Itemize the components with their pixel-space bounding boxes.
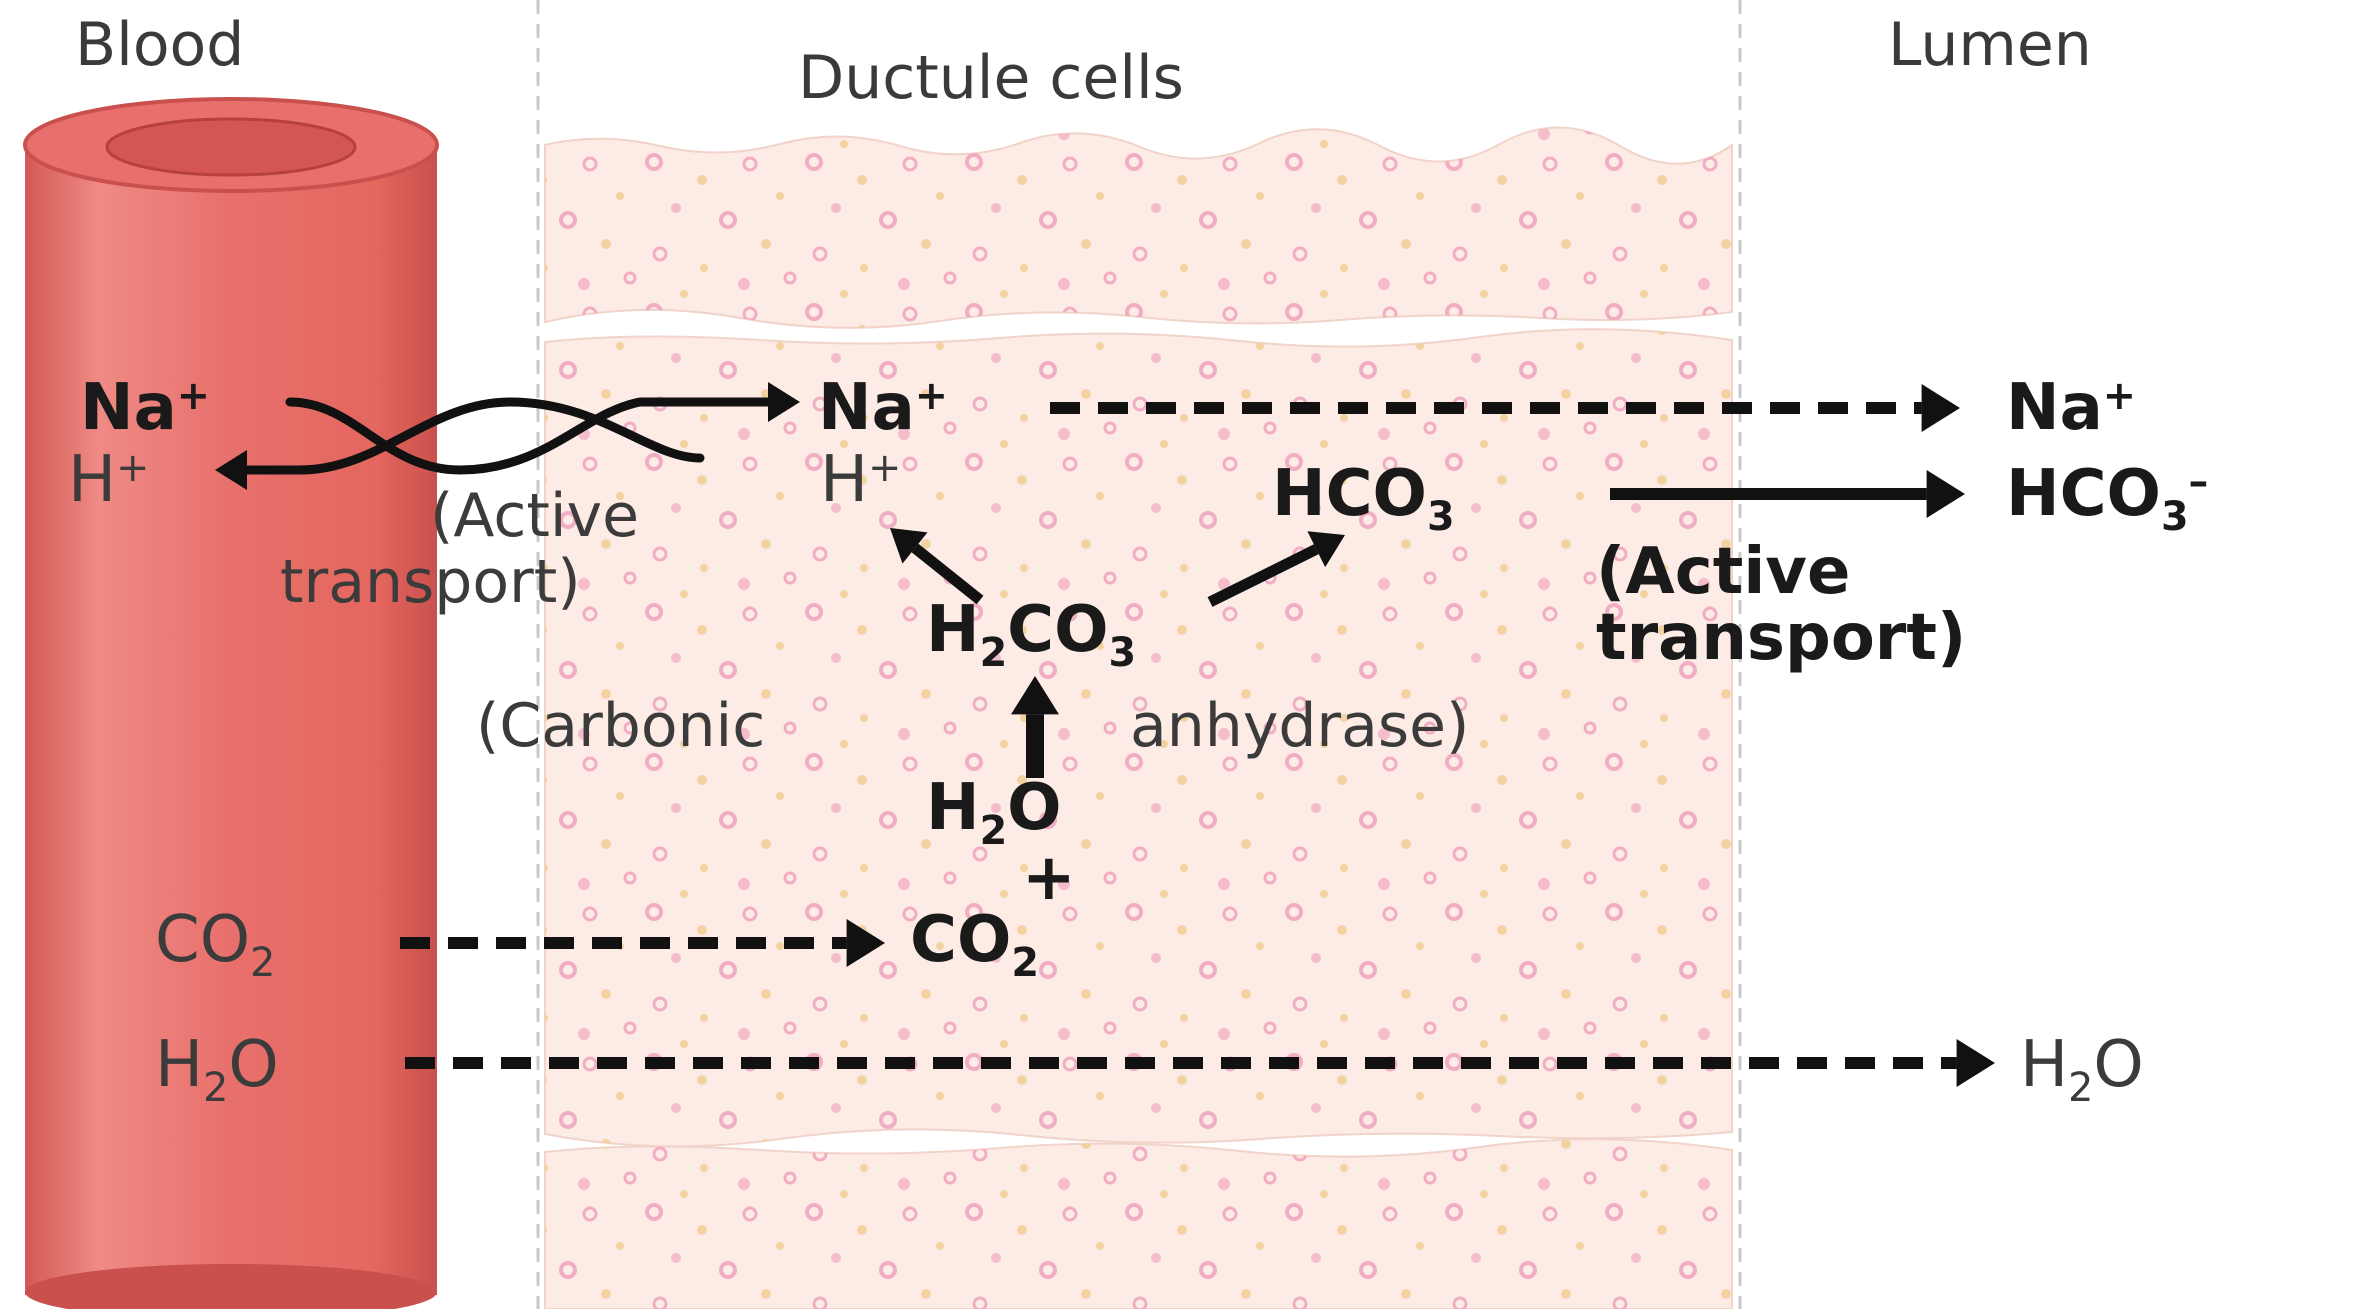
water-to-h2co3-arrow xyxy=(1011,676,1059,778)
cell-carbonic-label: (Carbonic xyxy=(476,691,766,761)
cell-h-base: H xyxy=(820,443,869,517)
cell-h2o-sub: 2 xyxy=(979,808,1008,855)
blood-co2-base: CO xyxy=(155,903,251,977)
header-ductule-cells: Ductule cells xyxy=(798,43,1184,113)
h2co3-to-hco3-arrow xyxy=(1207,531,1345,607)
lumen-hco3-sup: – xyxy=(2188,459,2209,506)
cell-na-sup: + xyxy=(914,373,948,420)
hco3-to-lumen-arrow xyxy=(1610,470,1965,518)
blood-h-base: H xyxy=(68,443,117,517)
cell-h2co3-sub1: 2 xyxy=(979,630,1008,677)
h2o-to-lumen-arrow xyxy=(405,1039,1995,1087)
cell-hco3-sub: 3 xyxy=(1426,494,1455,541)
lumen-na-base: Na xyxy=(2006,371,2103,445)
cell-h-sup: + xyxy=(868,445,902,492)
lumen-active-line1: (Active xyxy=(1596,535,1851,609)
header-blood: Blood xyxy=(75,10,245,80)
h-into-blood-arrow xyxy=(215,450,300,490)
blood-vessel xyxy=(23,97,439,1309)
h2co3-to-h-arrow xyxy=(890,528,984,605)
lumen-h2o-sub: 2 xyxy=(2068,1065,2094,1112)
cell-plus-sign: + xyxy=(1022,841,1076,915)
cell-hco3-base: HCO xyxy=(1272,457,1427,531)
blood-h2o-label: H2O xyxy=(155,1033,279,1108)
lumen-h2o-a: H xyxy=(2020,1028,2069,1102)
cell-co2-label: CO2 xyxy=(910,908,1039,983)
blood-h2o-a: H xyxy=(155,1028,204,1102)
blood-co2-label: CO2 xyxy=(155,908,275,983)
cell-na-base: Na xyxy=(818,371,915,445)
cell-h2o-b: O xyxy=(1007,771,1062,845)
lumen-h2o-b: O xyxy=(2093,1028,2144,1102)
lumen-active-line2: transport) xyxy=(1596,601,1967,675)
lumen-na-label: Na+ xyxy=(2006,376,2136,440)
blood-na-sup: + xyxy=(176,373,210,420)
blood-na-label: Na+ xyxy=(80,376,210,440)
cell-h2co3-sub2: 3 xyxy=(1108,630,1137,677)
arrows-group xyxy=(215,382,1995,1087)
header-lumen: Lumen xyxy=(1888,10,2092,80)
blood-active-line2: transport) xyxy=(280,547,581,617)
na-into-cell-arrow xyxy=(640,382,800,422)
blood-active-line1: (Active xyxy=(430,481,640,551)
cell-h-label: H+ xyxy=(820,448,901,512)
cell-h2o-label: H2O xyxy=(926,776,1062,851)
cell-h2o-a: H xyxy=(926,771,980,845)
lumen-hco3-base: HCO xyxy=(2006,457,2161,531)
cell-h2co3-label: H2CO3 xyxy=(926,598,1136,673)
exchanger-curves xyxy=(285,397,705,475)
blood-h2o-b: O xyxy=(228,1028,279,1102)
blood-h2o-sub: 2 xyxy=(203,1065,229,1112)
blood-na-base: Na xyxy=(80,371,177,445)
blood-h-sup: + xyxy=(116,445,150,492)
lumen-hco3-label: HCO3– xyxy=(2006,459,2209,537)
cell-co2-base: CO xyxy=(910,903,1012,977)
co2-into-cell-arrow xyxy=(400,919,885,967)
cell-h2co3-b: CO xyxy=(1007,593,1109,667)
cell-anhydrase-label: anhydrase) xyxy=(1130,691,1470,761)
lumen-h2o-label: H2O xyxy=(2020,1033,2144,1108)
blood-co2-sub: 2 xyxy=(250,940,276,987)
na-to-lumen-arrow xyxy=(1050,384,1960,432)
cell-hco3-label: HCO3 xyxy=(1272,462,1455,537)
h-transport-curve xyxy=(295,397,705,475)
lumen-na-sup: + xyxy=(2102,373,2136,420)
cell-co2-sub: 2 xyxy=(1011,940,1039,987)
cell-na-label: Na+ xyxy=(818,376,948,440)
lumen-hco3-sub: 3 xyxy=(2160,494,2189,541)
cell-h2co3-a: H xyxy=(926,593,980,667)
blood-h-label: H+ xyxy=(68,448,149,512)
